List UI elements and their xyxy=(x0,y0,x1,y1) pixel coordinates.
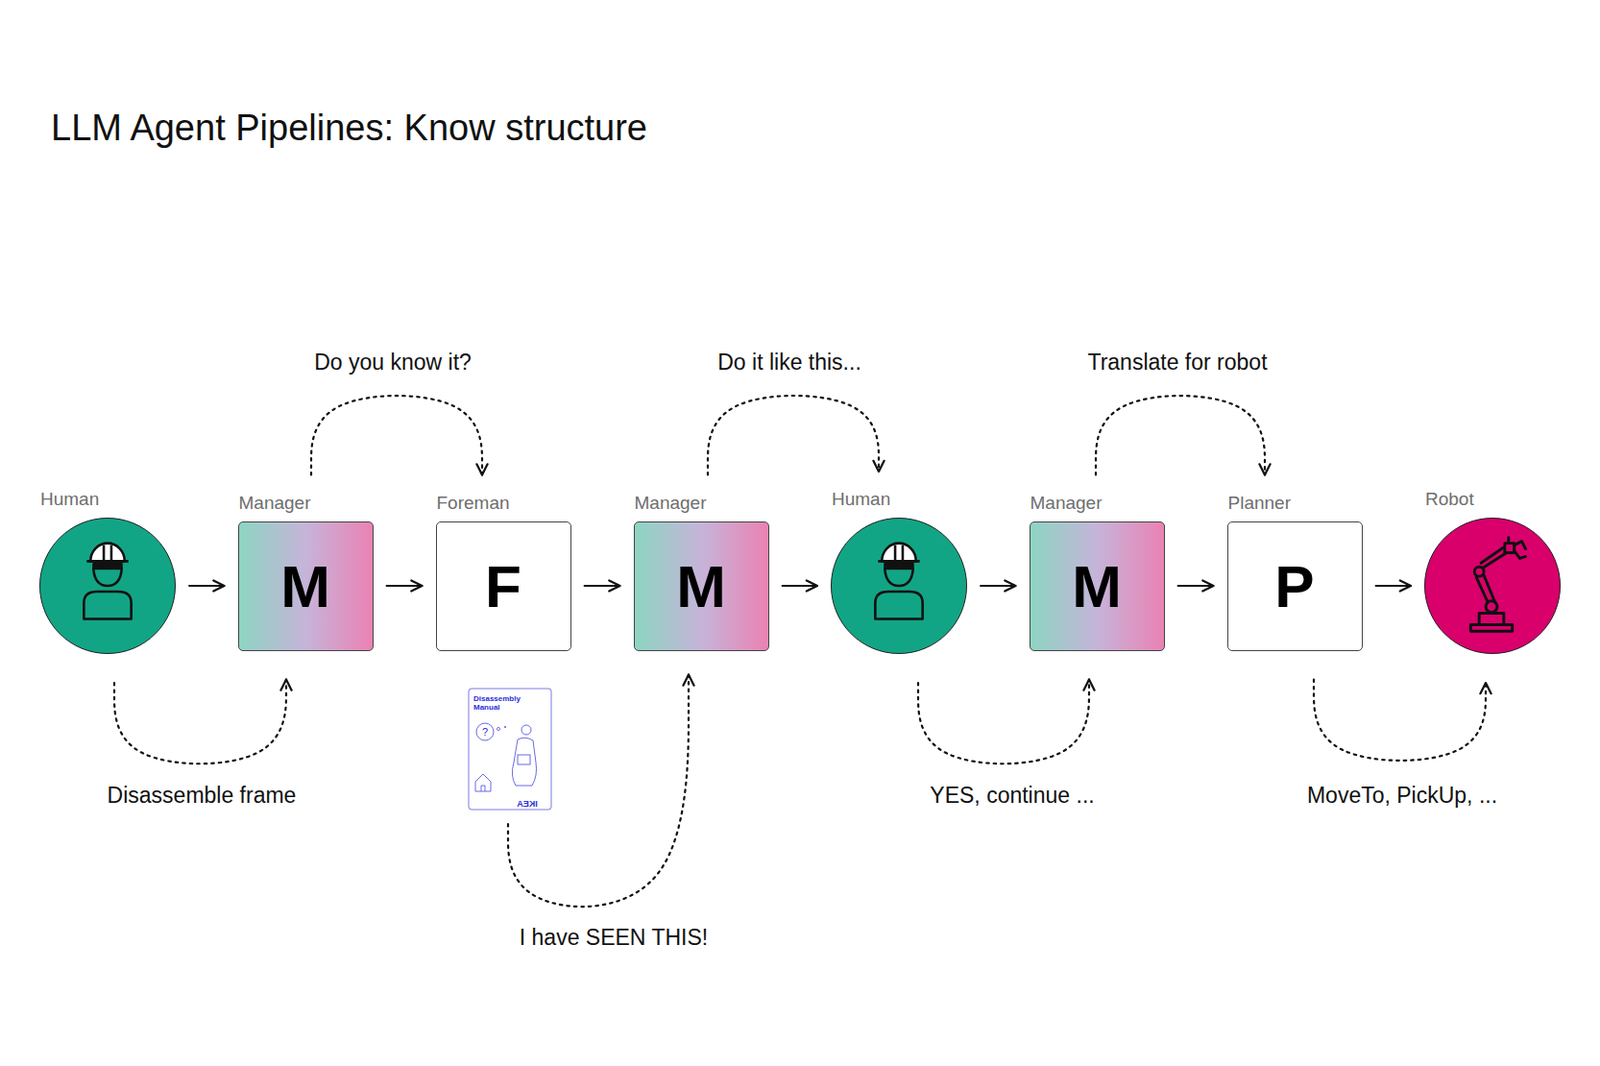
dashed-arrow xyxy=(707,395,879,475)
brand-mark: IKEA xyxy=(516,800,538,809)
human-circle: Human xyxy=(830,517,968,655)
edge-label: YES, continue ... xyxy=(925,782,1098,809)
role-label: Robot xyxy=(1425,488,1475,510)
worker-icon xyxy=(40,518,175,654)
role-letter: M xyxy=(239,522,373,651)
flow-arrow xyxy=(387,584,423,587)
flow-arrow xyxy=(189,584,225,587)
role-label: Planner xyxy=(1228,492,1292,514)
manager-box: ManagerM xyxy=(1029,521,1165,652)
role-label: Human xyxy=(831,488,891,510)
edge-label: Disassemble frame xyxy=(103,782,301,809)
dashed-arrow xyxy=(311,395,483,475)
edge-label: Do it like this... xyxy=(713,349,866,376)
manager-box: ManagerM xyxy=(238,521,374,652)
role-label: Manager xyxy=(634,492,707,514)
dashed-arrow xyxy=(1313,679,1486,761)
manager-box: ManagerM xyxy=(633,521,770,652)
role-letter: M xyxy=(1030,522,1164,651)
worker-icon xyxy=(831,518,967,654)
role-label: Manager xyxy=(1030,492,1103,514)
agent-box: PlannerP xyxy=(1227,521,1363,652)
flow-arrow xyxy=(980,584,1017,587)
agent-box: ForemanF xyxy=(436,521,572,652)
diagram-title: LLM Agent Pipelines: Know structure xyxy=(50,107,648,149)
flow-arrow xyxy=(1178,584,1214,587)
role-label: Manager xyxy=(239,492,312,514)
flow-arrow xyxy=(584,584,621,587)
human-circle: Human xyxy=(39,517,176,655)
edge-label: Do you know it? xyxy=(310,349,476,376)
robot-circle: Robot xyxy=(1424,517,1561,655)
robot-arm-icon xyxy=(1425,518,1560,654)
edge-label: MoveTo, PickUp, ... xyxy=(1303,782,1502,809)
edge-label: Translate for robot xyxy=(1083,349,1271,376)
dashed-arrow xyxy=(918,679,1090,765)
manual-title: Disassembly Manual xyxy=(473,694,530,712)
flow-arrow xyxy=(782,584,819,587)
question-mark: ? xyxy=(482,727,488,738)
role-letter: P xyxy=(1228,522,1362,651)
dashed-arrow xyxy=(114,679,287,765)
edge-label: I have SEEN THIS! xyxy=(515,924,712,951)
dashed-arrow xyxy=(1095,395,1265,475)
role-label: Foreman xyxy=(436,492,510,514)
role-letter: F xyxy=(436,522,571,651)
role-letter: M xyxy=(634,522,769,651)
flow-arrow xyxy=(1376,584,1412,587)
role-label: Human xyxy=(40,488,99,510)
